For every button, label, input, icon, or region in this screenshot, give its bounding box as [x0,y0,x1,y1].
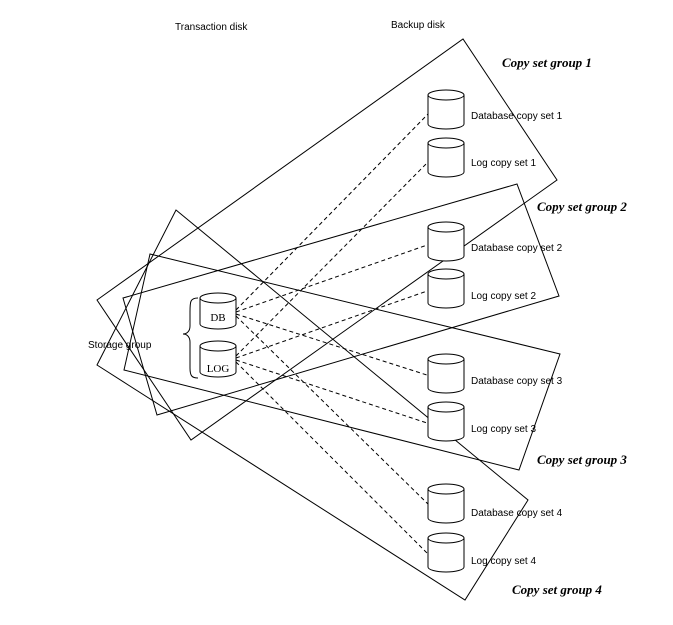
backup-disk-header: Backup disk [391,20,446,31]
db-to-database-copy-set-3-line [235,313,431,377]
copy-set-group-4-frame [96,209,529,601]
copy-set-group-2-title: Copy set group 2 [537,199,627,214]
db-to-database-copy-set-2-line [235,243,431,313]
log-to-log-copy-set-2-line [235,289,431,359]
copy-set-group-4-title: Copy set group 4 [512,582,602,597]
log-copy-set-1-cylinder [427,137,465,178]
log-copy-set-3-label: Log copy set 3 [471,424,536,435]
log-copy-set-4-label: Log copy set 4 [471,556,536,567]
log-cylinder: LOG [199,340,237,378]
log-copy-set-3-cylinder [427,401,465,442]
log-copy-set-4-cylinder [427,532,465,573]
copy-set-group-3-title: Copy set group 3 [537,452,627,467]
log-to-log-copy-set-3-line [235,359,431,425]
copy-set-group-3-frame [123,253,561,471]
storage-group-brace [182,297,199,379]
log-copy-set-1-label: Log copy set 1 [471,158,536,169]
database-copy-set-2-label: Database copy set 2 [471,243,563,254]
db-cylinder-label: DB [210,312,225,324]
db-to-database-copy-set-4-line [235,315,431,507]
db-cylinder: DB [199,292,237,330]
log-cylinder-label: LOG [207,363,230,375]
connection-lines [235,111,431,557]
transaction-disk-header: Transaction disk [175,22,248,33]
database-copy-set-4-label: Database copy set 4 [471,508,563,519]
database-copy-set-1-cylinder [427,89,465,130]
db-to-database-copy-set-1-line [235,111,431,311]
log-copy-set-2-label: Log copy set 2 [471,291,536,302]
copy-set-group-1-frame [96,38,558,441]
storage-group-label: Storage group [88,340,152,351]
database-copy-set-1-label: Database copy set 1 [471,111,563,122]
database-copy-set-3-cylinder [427,353,465,394]
database-copy-set-2-cylinder [427,221,465,262]
copy-set-group-1-title: Copy set group 1 [502,55,592,70]
database-copy-set-3-label: Database copy set 3 [471,376,563,387]
log-to-log-copy-set-1-line [235,159,431,357]
log-copy-set-2-cylinder [427,268,465,309]
database-copy-set-4-cylinder [427,483,465,524]
log-to-log-copy-set-4-line [235,361,431,557]
